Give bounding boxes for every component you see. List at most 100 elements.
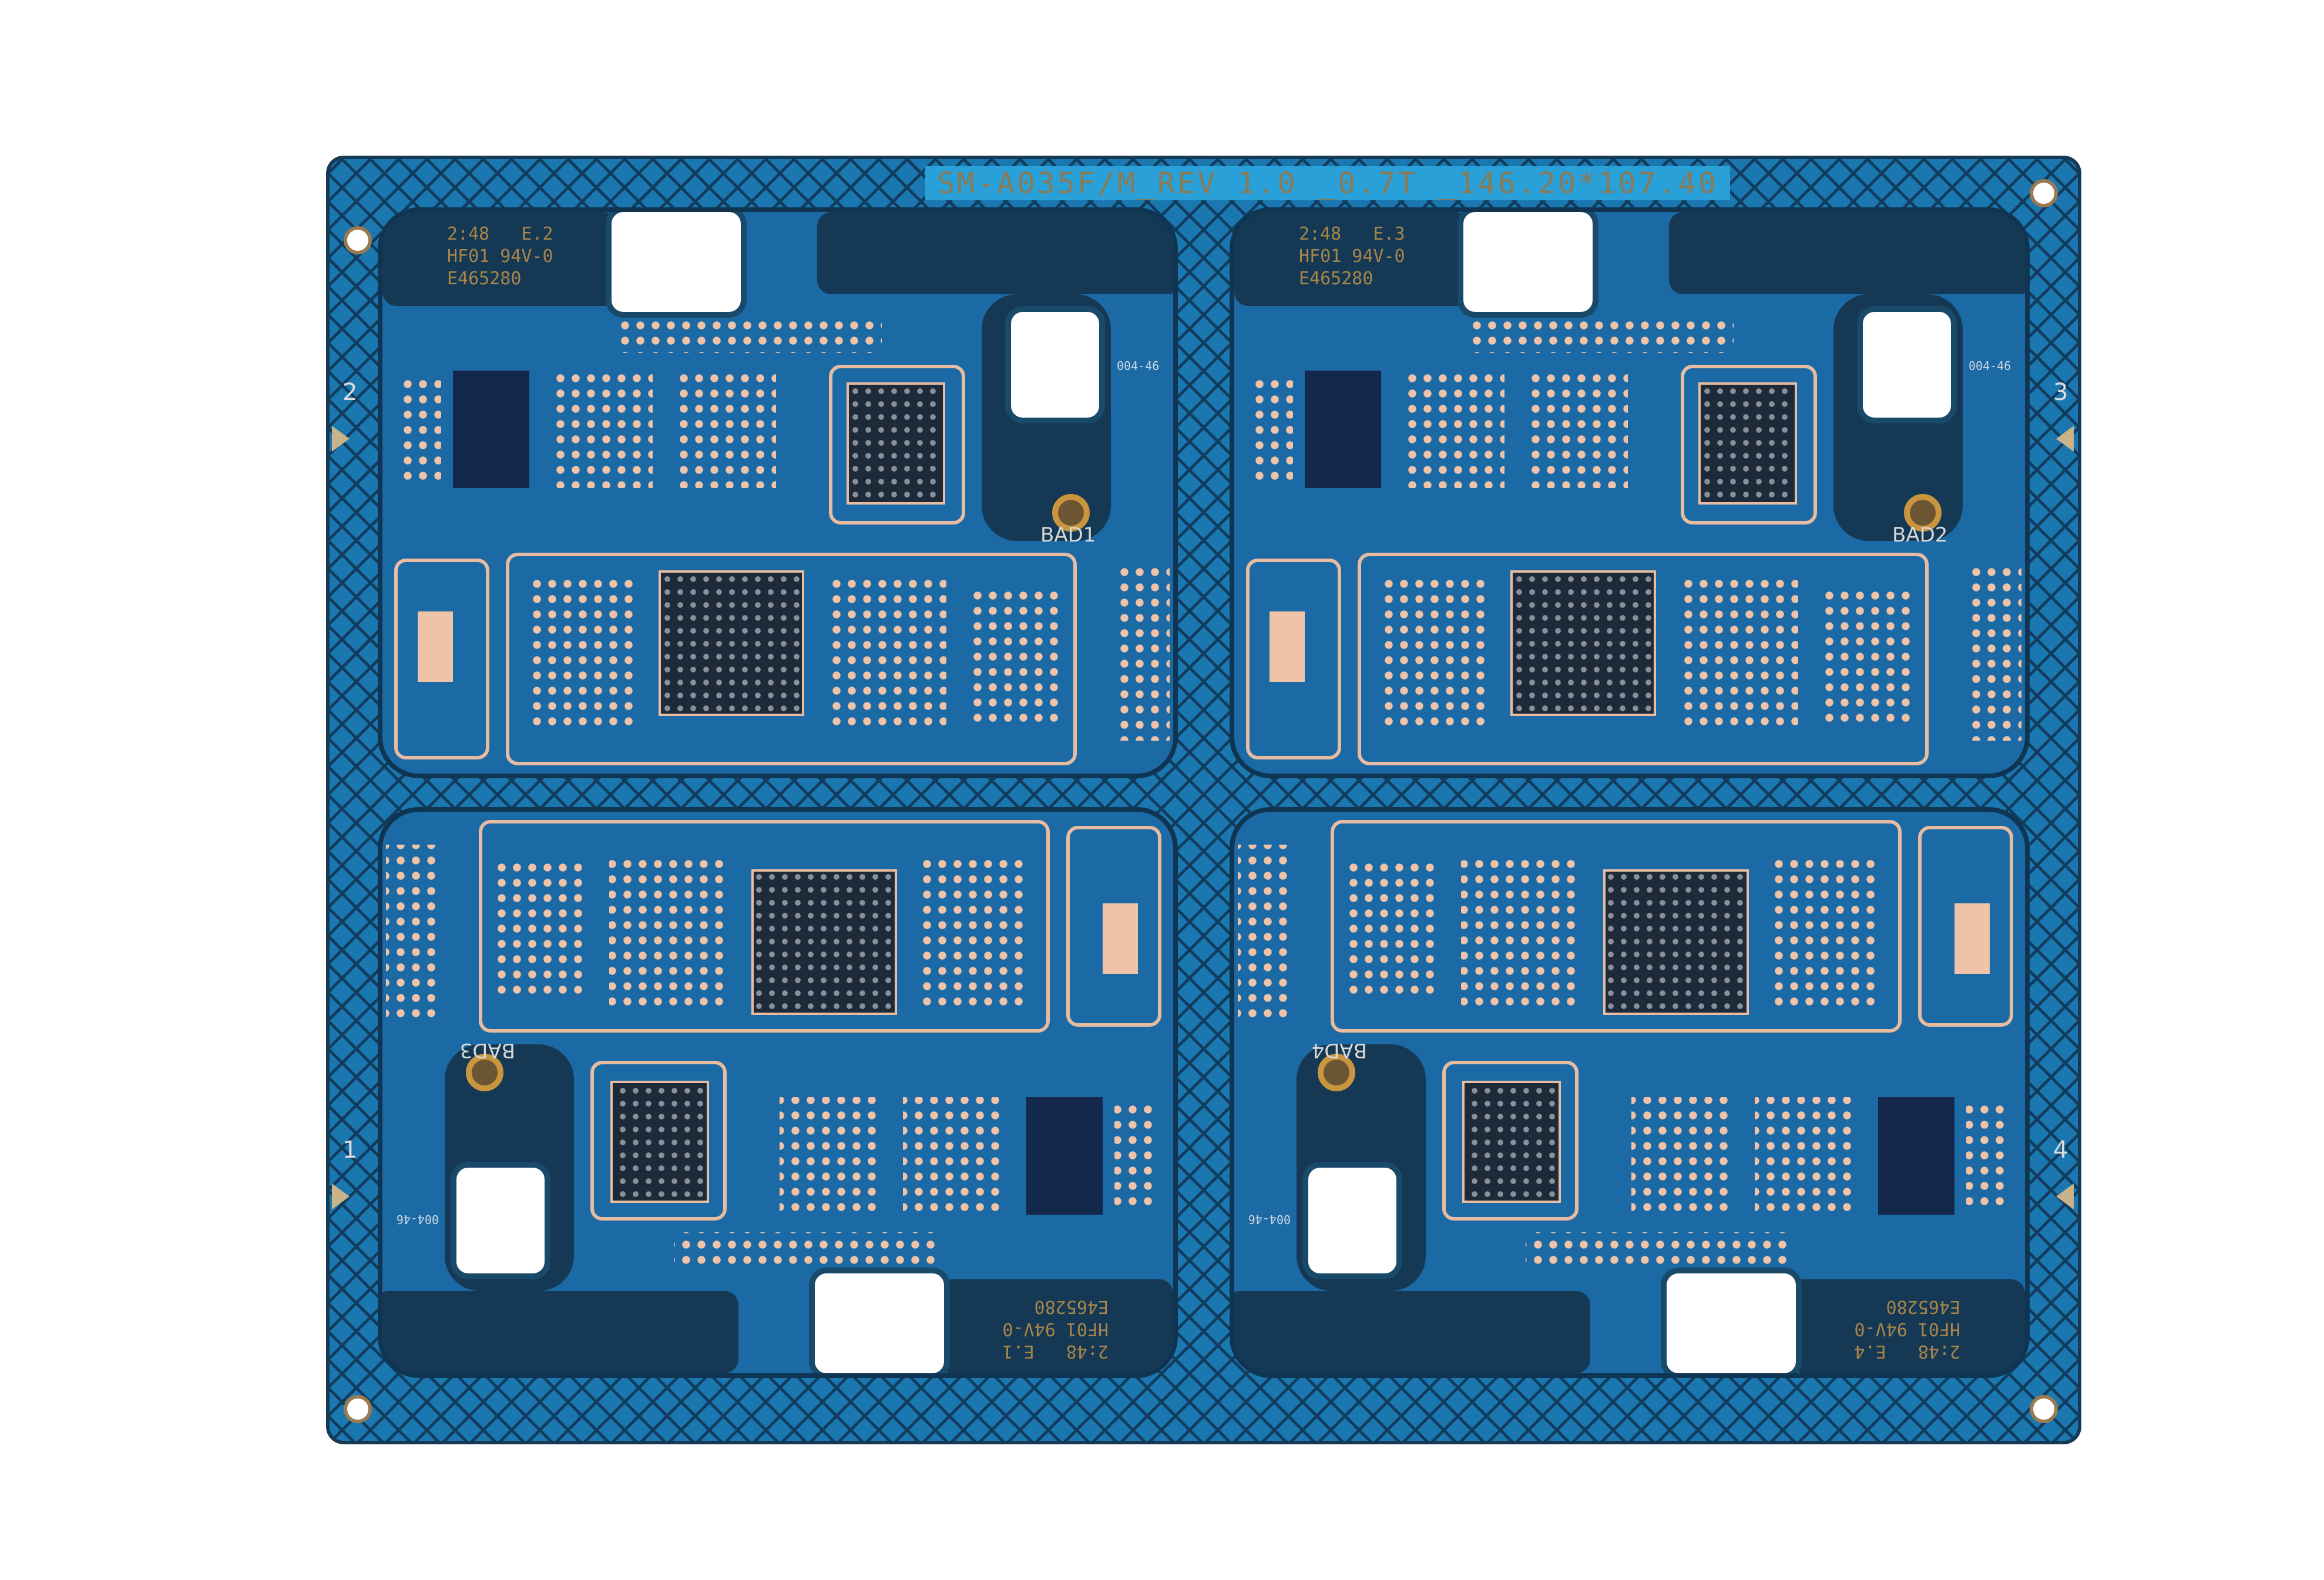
substrate-area — [378, 1291, 738, 1373]
pad-array — [921, 856, 1026, 1009]
board-slot — [1457, 212, 1598, 318]
fiducial-triangle — [2056, 1184, 2074, 1209]
shield-frame — [1681, 365, 1817, 525]
copper-pad — [418, 611, 453, 682]
connector-pads — [1252, 376, 1293, 482]
board-slot — [1302, 1162, 1402, 1279]
connector-pads — [400, 376, 441, 482]
bad-mark-via — [1904, 494, 1942, 532]
pad-array — [1681, 576, 1798, 729]
bad-mark-via — [1052, 494, 1090, 532]
part-code: 004-46 — [1248, 1212, 1291, 1226]
shield-frame — [1358, 553, 1929, 765]
pad-array — [676, 371, 776, 488]
board-slot — [606, 212, 747, 318]
rf-chip — [610, 1081, 709, 1203]
ul-file-mark: E465280 — [1034, 1296, 1109, 1317]
shield-frame — [829, 365, 965, 525]
pad-array — [1772, 856, 1878, 1009]
pad-array — [498, 856, 586, 997]
board-slot — [451, 1162, 550, 1279]
pad-array — [903, 1097, 1003, 1215]
substrate-area — [1230, 1291, 1590, 1373]
tooling-hole — [2030, 179, 2058, 207]
board-slot — [809, 1268, 950, 1378]
pad-array — [529, 576, 635, 729]
corner-number: 2 — [342, 379, 358, 406]
substrate-area — [1669, 212, 2025, 294]
ul-file-mark: E465280 — [1886, 1296, 1960, 1317]
soc-chip — [1510, 570, 1656, 716]
fiducial-triangle — [2056, 426, 2074, 452]
bad-label: BAD4 — [1311, 1038, 1367, 1062]
bad-label: BAD1 — [1040, 523, 1096, 547]
tooling-hole — [344, 226, 372, 254]
rf-chip — [847, 382, 945, 505]
soc-chip — [1603, 869, 1749, 1015]
part-code: 004-46 — [1117, 359, 1160, 373]
rf-chip — [1462, 1081, 1561, 1203]
connector-pads — [1114, 1103, 1156, 1209]
pad-array — [617, 318, 882, 353]
part-code: 004-46 — [396, 1212, 439, 1226]
tooling-hole — [344, 1395, 372, 1423]
panel-title: SM-A035F/M_REV 1.0 _0.7T _146.20*107.40 — [925, 166, 1730, 200]
date-edition-mark: 2:48 E.1 — [1002, 1341, 1109, 1362]
soc-chip — [659, 570, 804, 716]
material-mark: HF01 94V-0 — [1002, 1319, 1109, 1339]
pad-array — [829, 576, 946, 729]
pad-array — [1117, 564, 1170, 741]
memory-chip — [453, 371, 529, 488]
corner-number: 4 — [2053, 1137, 2068, 1164]
shield-frame — [394, 559, 489, 759]
pad-array — [674, 1232, 938, 1268]
pad-array — [1526, 1232, 1790, 1268]
memory-chip — [1878, 1097, 1954, 1215]
corner-number: 3 — [2053, 379, 2068, 406]
corner-number: 1 — [342, 1137, 358, 1164]
date-edition-mark: 2:48 E.3 — [1299, 224, 1405, 244]
bad-label: BAD3 — [459, 1038, 515, 1062]
shield-frame — [506, 553, 1077, 765]
pad-array — [780, 1097, 879, 1215]
pad-array — [1822, 588, 1910, 729]
memory-chip — [1305, 371, 1381, 488]
pad-array — [1461, 856, 1579, 1009]
substrate-area — [817, 212, 1173, 294]
fiducial-triangle — [332, 426, 350, 452]
connector-pads — [1966, 1103, 2007, 1209]
pad-array — [386, 845, 439, 1021]
ul-file-mark: E465280 — [1299, 268, 1373, 289]
pad-array — [609, 856, 727, 1009]
shield-frame — [1246, 559, 1341, 759]
tooling-hole — [2030, 1395, 2058, 1423]
pad-array — [1405, 371, 1504, 488]
soc-chip — [751, 869, 897, 1015]
material-mark: HF01 94V-0 — [1854, 1319, 1960, 1339]
board-slot — [1857, 306, 1957, 423]
pad-array — [970, 588, 1058, 729]
substrate-area — [1234, 212, 1469, 306]
pad-array — [1469, 318, 1734, 353]
board-slot — [1005, 306, 1105, 423]
date-edition-mark: 2:48 E.4 — [1854, 1341, 1960, 1362]
pad-array — [1969, 564, 2021, 741]
copper-pad — [1954, 903, 1990, 974]
ul-file-mark: E465280 — [447, 268, 522, 289]
memory-chip — [1026, 1097, 1103, 1215]
board-slot — [1661, 1268, 1802, 1378]
copper-pad — [1270, 611, 1305, 682]
substrate-area — [382, 212, 617, 306]
material-mark: HF01 94V-0 — [1299, 246, 1405, 267]
rf-chip — [1698, 382, 1797, 505]
copper-pad — [1103, 903, 1138, 974]
bad-label: BAD2 — [1892, 523, 1948, 547]
pad-array — [1755, 1097, 1855, 1215]
material-mark: HF01 94V-0 — [447, 246, 553, 267]
fiducial-triangle — [332, 1184, 350, 1209]
pad-array — [1349, 856, 1438, 997]
pad-array — [1631, 1097, 1731, 1215]
pad-array — [1238, 845, 1291, 1021]
